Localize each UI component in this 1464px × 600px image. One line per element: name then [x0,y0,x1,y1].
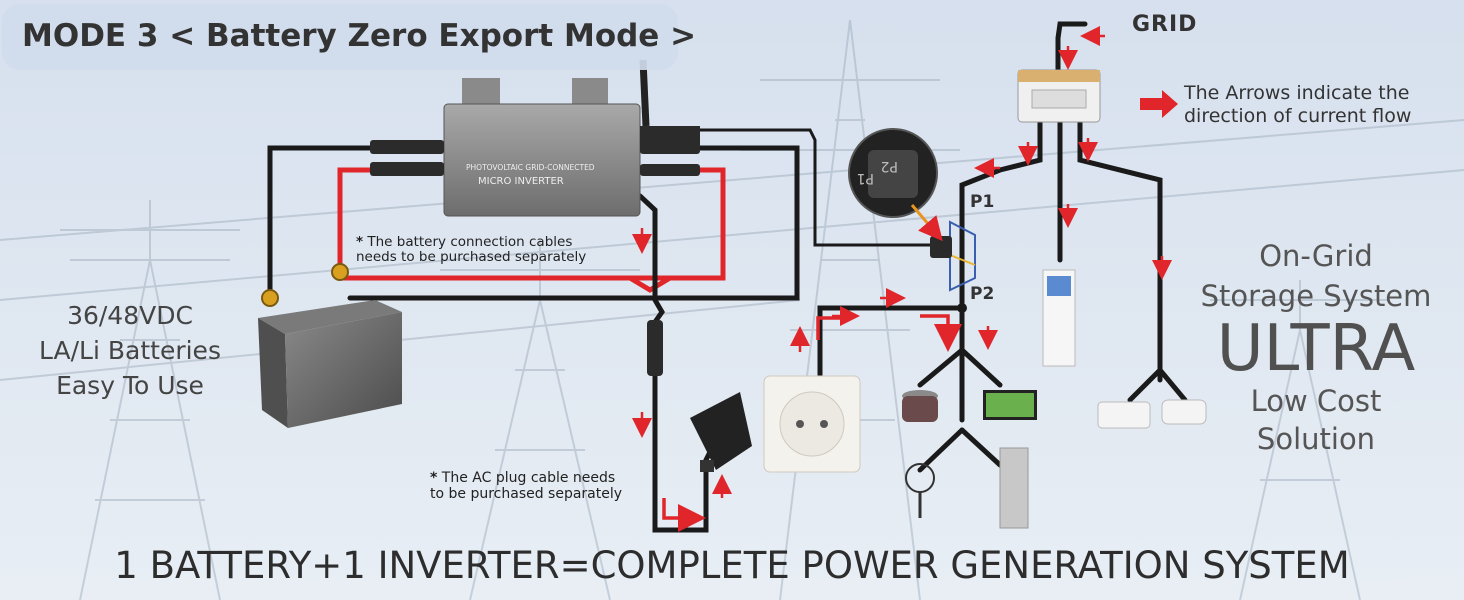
product-tagline: On-Grid Storage System ULTRA Low Cost So… [1185,236,1447,458]
antenna [639,59,650,127]
ct-clamp-device [930,236,952,258]
appliance-floor-ac [1042,269,1076,367]
breaker-box [1017,69,1101,123]
micro-inverter: PHOTOVOLTAIC GRID-CONNECTED MICRO INVERT… [370,59,700,217]
mode-banner: MODE 3 < Battery Zero Export Mode > [2,4,696,70]
ct-clamp-ring [949,220,976,292]
footer-slogan: 1 BATTERY+1 INVERTER=COMPLETE POWER GENE… [114,544,1350,587]
terminal-positive [331,263,349,281]
grid-label: GRID [1132,12,1198,37]
appliance-fan [905,463,935,518]
ac-plug [690,392,752,472]
inverter-brand-line1: PHOTOVOLTAIC GRID-CONNECTED [466,163,595,172]
mode-title: MODE 3 < Battery Zero Export Mode > [22,18,697,54]
battery-cable-note: * The battery connection cables needs to… [356,235,586,265]
appliance-split-ac [1097,399,1207,429]
flow-bend-arrows [662,314,962,532]
ct-label-p2: P2 [881,158,898,174]
ac-note-line-2: to be purchased separately [430,486,623,502]
appliance-tv [983,390,1037,420]
legend-line-1: The Arrows indicate the [1184,82,1410,104]
ac-bus-wire [817,21,1188,473]
tagline-ultra: ULTRA [1216,312,1416,386]
inline-ac-connector [647,320,663,376]
tagline-on-grid: On-Grid [1259,239,1373,273]
tagline-solution: Solution [1256,422,1376,456]
appliance-fridge [999,447,1029,529]
current-flow-arrows [632,26,1172,498]
ct-label-p1: P1 [857,170,874,186]
tagline-low-cost: Low Cost [1250,384,1382,418]
inverter-brand-line2: MICRO INVERTER [478,176,564,187]
battery-spec-ease: Easy To Use [56,371,204,400]
appliance-rice-cooker [902,390,938,422]
flow-legend: The Arrows indicate the direction of cur… [1184,82,1411,128]
ac-note-line-1: The AC plug cable needs [441,470,616,486]
note-marker: * [430,470,438,486]
battery-note-line-1: The battery connection cables [367,234,573,250]
battery-spec-type: LA/Li Batteries [39,336,221,365]
legend-line-2: direction of current flow [1184,105,1412,127]
battery [258,300,402,428]
wall-socket [763,375,861,473]
note-marker: * [356,234,364,250]
ac-cable-note: * The AC plug cable needs to be purchase… [430,470,622,502]
ct-signal-wire [700,128,935,247]
legend-arrow-icon [1140,90,1178,118]
battery-note-line-2: needs to be purchased separately [356,249,587,265]
point-p2-label: P2 [970,284,995,304]
battery-spec-voltage: 36/48VDC [67,301,193,330]
battery-spec: 36/48VDC LA/Li Batteries Easy To Use [30,298,230,403]
point-p1-label: P1 [970,192,995,212]
terminal-negative [261,289,279,307]
tagline-storage-system: Storage System [1200,279,1432,313]
